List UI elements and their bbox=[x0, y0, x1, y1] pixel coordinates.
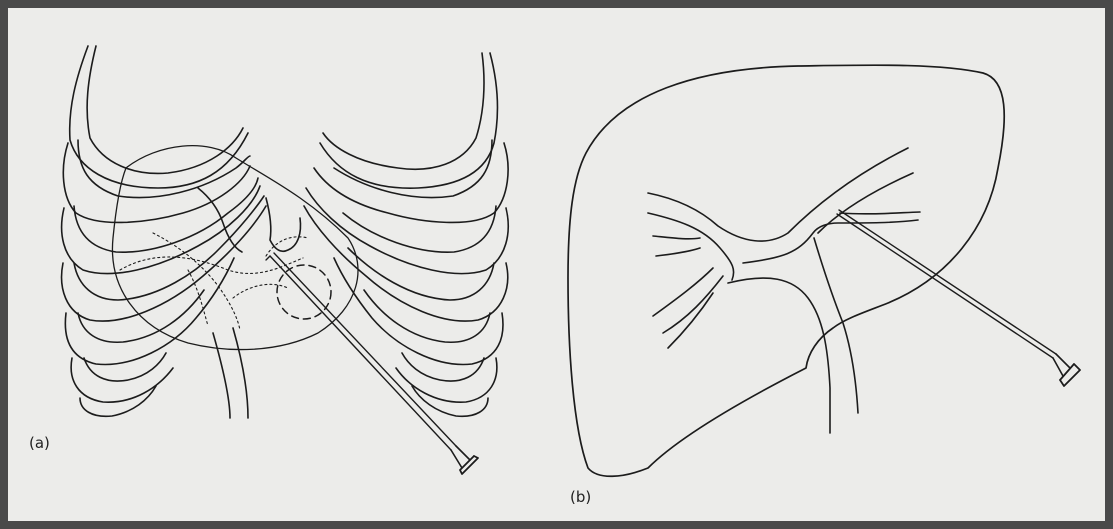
hepatic-vessel-dotted-4 bbox=[266, 237, 308, 256]
portal-branch-right-inner bbox=[840, 212, 920, 214]
portal-branch-lower-left bbox=[728, 278, 830, 433]
panel-label-b: (b) bbox=[570, 488, 591, 506]
figure-frame: (a) (b) bbox=[8, 8, 1105, 521]
left-ribs bbox=[62, 46, 301, 416]
figure-drawing bbox=[8, 8, 1105, 521]
portal-branch-small-3 bbox=[668, 293, 713, 348]
panel-label-a: (a) bbox=[29, 434, 50, 452]
ivc-left-wall bbox=[213, 333, 230, 418]
portal-branch-main-left-2 bbox=[663, 276, 723, 333]
portal-branch-small-2 bbox=[656, 248, 700, 256]
needle-b bbox=[837, 210, 1080, 386]
liver-outline-b bbox=[568, 65, 1004, 476]
hepatic-vessel-dotted-1 bbox=[120, 257, 303, 273]
portal-branch-lower-right bbox=[743, 220, 918, 263]
portal-branch-main-left bbox=[653, 268, 713, 316]
portal-branch-small-1 bbox=[653, 236, 700, 239]
right-ribs bbox=[304, 53, 508, 416]
panel-a-ribcage bbox=[62, 46, 509, 474]
hepatic-vessel-dotted-5 bbox=[233, 284, 288, 298]
panel-b-liver bbox=[568, 65, 1080, 476]
ivc-right-wall bbox=[233, 328, 248, 418]
portal-branch-left-upper-2 bbox=[648, 213, 734, 280]
